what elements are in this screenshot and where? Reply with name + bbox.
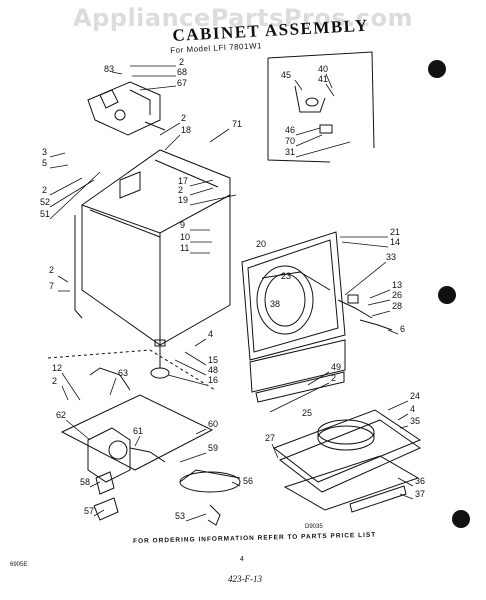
callout-31: 31 <box>285 147 295 157</box>
callout-17: 17 <box>178 176 188 186</box>
callout-2: 2 <box>52 376 57 386</box>
callout-4: 4 <box>208 329 213 339</box>
callout-36: 36 <box>415 476 425 486</box>
handwritten-note: 423-F-13 <box>228 574 262 584</box>
callout-20: 20 <box>256 239 266 249</box>
callout-63: 63 <box>118 368 128 378</box>
callout-26: 26 <box>392 290 402 300</box>
callout-25: 25 <box>302 408 312 418</box>
callout-13: 13 <box>392 280 402 290</box>
callout-2: 2 <box>42 185 47 195</box>
callout-70: 70 <box>285 136 295 146</box>
callout-21: 21 <box>390 227 400 237</box>
callout-12: 12 <box>52 363 62 373</box>
diagram-linework <box>47 51 422 526</box>
drawing-code: D9035 <box>305 524 323 530</box>
corner-code: 6905E <box>10 562 28 568</box>
callout-56: 56 <box>243 476 253 486</box>
callout-59: 59 <box>208 443 218 453</box>
callout-5: 5 <box>42 158 47 168</box>
callout-48: 48 <box>208 365 218 375</box>
callout-61: 61 <box>133 426 143 436</box>
callout-2: 2 <box>331 373 336 383</box>
inset-frame <box>267 51 375 163</box>
callout-41: 41 <box>318 74 328 84</box>
callout-6: 6 <box>400 324 405 334</box>
callout-24: 24 <box>410 391 420 401</box>
callout-14: 14 <box>390 237 400 247</box>
callout-18: 18 <box>181 125 191 135</box>
callout-46: 46 <box>285 125 295 135</box>
callout-2: 2 <box>181 113 186 123</box>
callout-16: 16 <box>208 375 218 385</box>
callout-28: 28 <box>392 301 402 311</box>
callout-15: 15 <box>208 355 218 365</box>
callout-71: 71 <box>232 119 242 129</box>
top-control-assembly <box>87 81 166 136</box>
callout-45: 45 <box>281 70 291 80</box>
base-pan <box>272 409 422 513</box>
watermark: AppliancePartsPros.com <box>73 4 413 32</box>
callout-58: 58 <box>80 477 90 487</box>
callout-7: 7 <box>49 281 54 291</box>
callout-51: 51 <box>40 209 50 219</box>
callout-19: 19 <box>178 195 188 205</box>
callout-38: 38 <box>270 299 280 309</box>
callout-10: 10 <box>180 232 190 242</box>
callout-60: 60 <box>208 419 218 429</box>
callout-40: 40 <box>318 64 328 74</box>
callout-49: 49 <box>331 362 341 372</box>
front-panel <box>241 231 346 361</box>
callout-2: 2 <box>179 57 184 67</box>
callout-3: 3 <box>42 147 47 157</box>
callout-35: 35 <box>410 416 420 426</box>
callout-2: 2 <box>178 185 183 195</box>
callout-62: 62 <box>56 410 66 420</box>
callout-52: 52 <box>40 197 50 207</box>
callout-11: 11 <box>180 243 189 253</box>
callout-37: 37 <box>415 489 425 499</box>
callout-27: 27 <box>265 433 275 443</box>
cabinet-body <box>74 149 231 379</box>
callout-33: 33 <box>386 252 396 262</box>
callout-68: 68 <box>177 67 187 77</box>
callout-53: 53 <box>175 511 185 521</box>
page-number: 4 <box>240 556 244 563</box>
callout-83: 83 <box>104 64 114 74</box>
toe-panel <box>249 339 346 403</box>
callout-57: 57 <box>84 506 94 516</box>
callout-67: 67 <box>177 78 187 88</box>
motor-mount <box>60 367 241 526</box>
door-latch-parts <box>337 294 393 331</box>
leader-lines <box>49 65 414 522</box>
callout-9: 9 <box>180 220 185 230</box>
binder-hole-bottom <box>452 510 470 528</box>
binder-hole-top <box>428 60 446 78</box>
callout-23: 23 <box>281 271 291 281</box>
callout-2: 2 <box>49 265 54 275</box>
callout-4: 4 <box>410 404 415 414</box>
binder-hole-middle <box>438 286 456 304</box>
